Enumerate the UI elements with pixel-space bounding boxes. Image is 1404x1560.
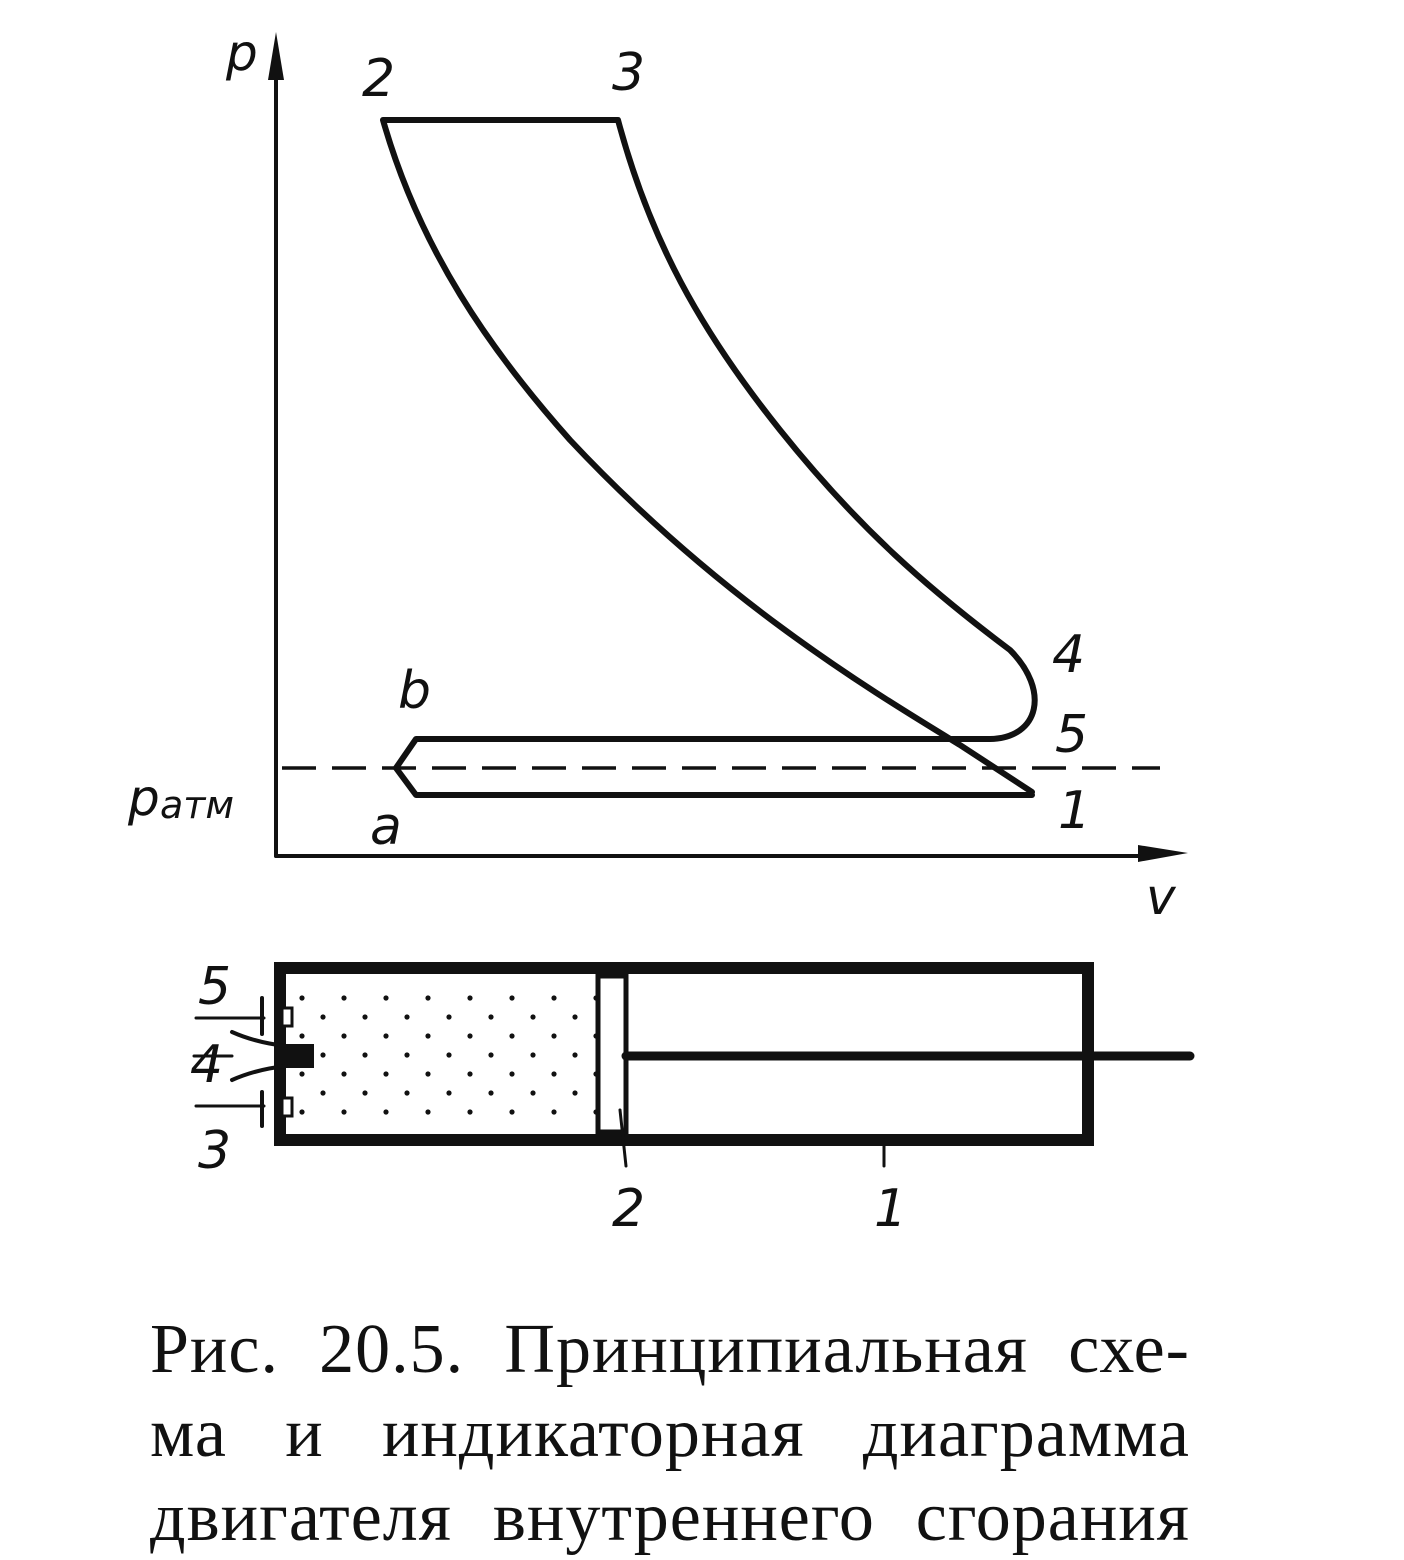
p-axis-arrowhead	[268, 32, 284, 80]
part-label-1: 1	[874, 1179, 907, 1239]
intake-valve-port	[280, 1096, 294, 1118]
p-axis-label: p	[225, 24, 258, 82]
injector-body	[230, 1030, 288, 1082]
part-label-2: 2	[612, 1179, 645, 1239]
exhaust-valve-port	[280, 1006, 294, 1028]
part-label-5: 5	[198, 957, 231, 1017]
injector-nozzle	[286, 1044, 314, 1068]
combustion-chamber-charge	[296, 982, 596, 1126]
figure-caption: Рис. 20.5. Принципиальная схе- ма и инди…	[150, 1308, 1190, 1560]
p-atm-subscript: атм	[160, 783, 234, 827]
part-label-4: 4	[190, 1035, 223, 1095]
piston	[595, 973, 629, 1135]
v-axis-label: v	[1146, 868, 1177, 926]
part-label-3: 3	[198, 1121, 231, 1181]
caption-line-1: Рис. 20.5. Принципиальная схе-	[150, 1311, 1190, 1388]
leader-2	[618, 1108, 628, 1168]
pumping-loop	[393, 736, 1035, 798]
point-label-2: 2	[362, 49, 395, 109]
point-label-3: 3	[612, 43, 645, 103]
p-atm-main: p	[127, 769, 160, 827]
point-label-4: 4	[1052, 625, 1085, 685]
caption-line-3: двигателя внутреннего сгорания	[150, 1479, 1190, 1556]
v-axis-arrowhead	[1138, 845, 1188, 862]
cylinder-schematic	[192, 962, 1195, 1168]
point-label-5: 5	[1055, 705, 1088, 765]
indicator-cycle-curve	[380, 117, 1038, 795]
point-label-1: 1	[1058, 781, 1091, 841]
point-label-a: a	[370, 797, 402, 857]
atmospheric-pressure-label: p атм	[127, 769, 234, 827]
engine-diagram-figure: p v p атм 2 3 4 5 1 a b	[127, 24, 1195, 1239]
point-label-b: b	[398, 661, 431, 721]
caption-line-2: ма и индикаторная диаграмма	[150, 1395, 1190, 1472]
pv-axes: p v	[225, 24, 1188, 926]
